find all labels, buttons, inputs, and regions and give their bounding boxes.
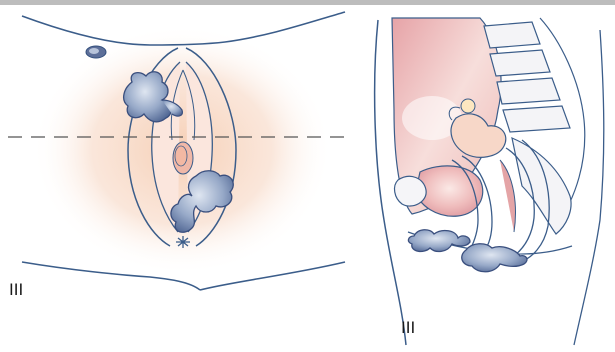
left-panel-label: III: [9, 280, 23, 300]
perineal-view: [8, 12, 348, 290]
top-rule: [0, 0, 615, 5]
sagittal-view: [375, 18, 604, 345]
right-panel-label: III: [401, 318, 415, 338]
